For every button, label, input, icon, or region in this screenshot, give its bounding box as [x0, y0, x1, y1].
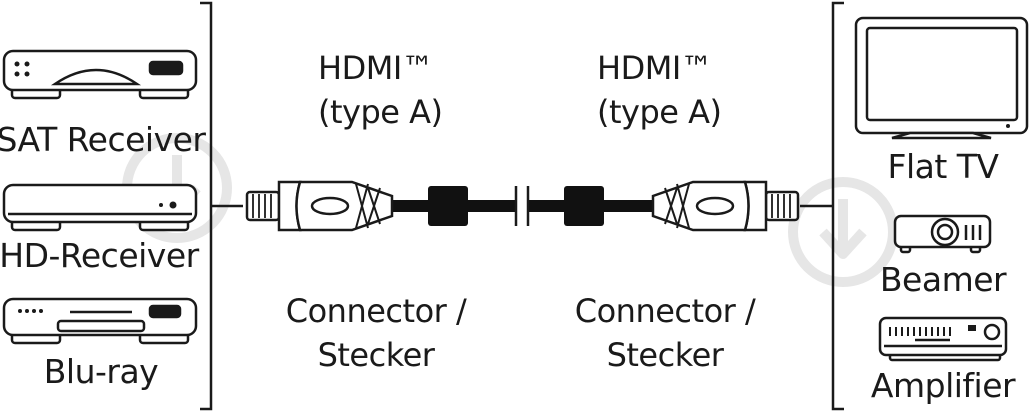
- bluray-label: Blu-ray: [43, 352, 159, 391]
- left-ferrite-core: [428, 186, 468, 226]
- bluray-player-icon: [2, 297, 198, 345]
- left-hdmi-connector: [245, 180, 394, 232]
- right-device-bracket: [800, 1, 844, 411]
- left-hdmi-type-label: HDMI™ (type A): [318, 46, 498, 134]
- flat-tv-icon: [854, 16, 1029, 140]
- sat-receiver-icon: [2, 49, 198, 100]
- left-device-bracket: [200, 1, 243, 411]
- left-hdmi-type-line1: HDMI™: [318, 49, 434, 87]
- right-hdmi-type-label: HDMI™ (type A): [597, 46, 777, 134]
- beamer-label: Beamer: [879, 260, 1007, 299]
- hd-receiver-label: HD-Receiver: [0, 236, 199, 275]
- amplifier-icon: [878, 316, 1008, 362]
- download-watermark-icon: [788, 177, 898, 287]
- cable-break-mark: [514, 186, 530, 226]
- projector-icon: [893, 214, 992, 254]
- right-ferrite-core: [564, 186, 604, 226]
- flat-tv-label: Flat TV: [887, 147, 999, 186]
- right-hdmi-type-line2: (type A): [597, 93, 722, 131]
- hdmi-cable: [392, 186, 653, 226]
- right-connector-line1: Connector /: [574, 292, 756, 330]
- right-hdmi-type-line1: HDMI™: [597, 49, 713, 87]
- right-connector-line2: Stecker: [606, 336, 724, 374]
- left-hdmi-type-line2: (type A): [318, 93, 443, 131]
- hd-receiver-icon: [2, 183, 198, 232]
- sat-receiver-label: SAT Receiver: [0, 120, 206, 159]
- left-connector-label: Connector / Stecker: [246, 289, 506, 377]
- amplifier-label: Amplifier: [870, 366, 1016, 405]
- right-connector-label: Connector / Stecker: [535, 289, 795, 377]
- left-connector-line2: Stecker: [317, 336, 435, 374]
- left-connector-line1: Connector /: [285, 292, 467, 330]
- right-hdmi-connector: [651, 180, 800, 232]
